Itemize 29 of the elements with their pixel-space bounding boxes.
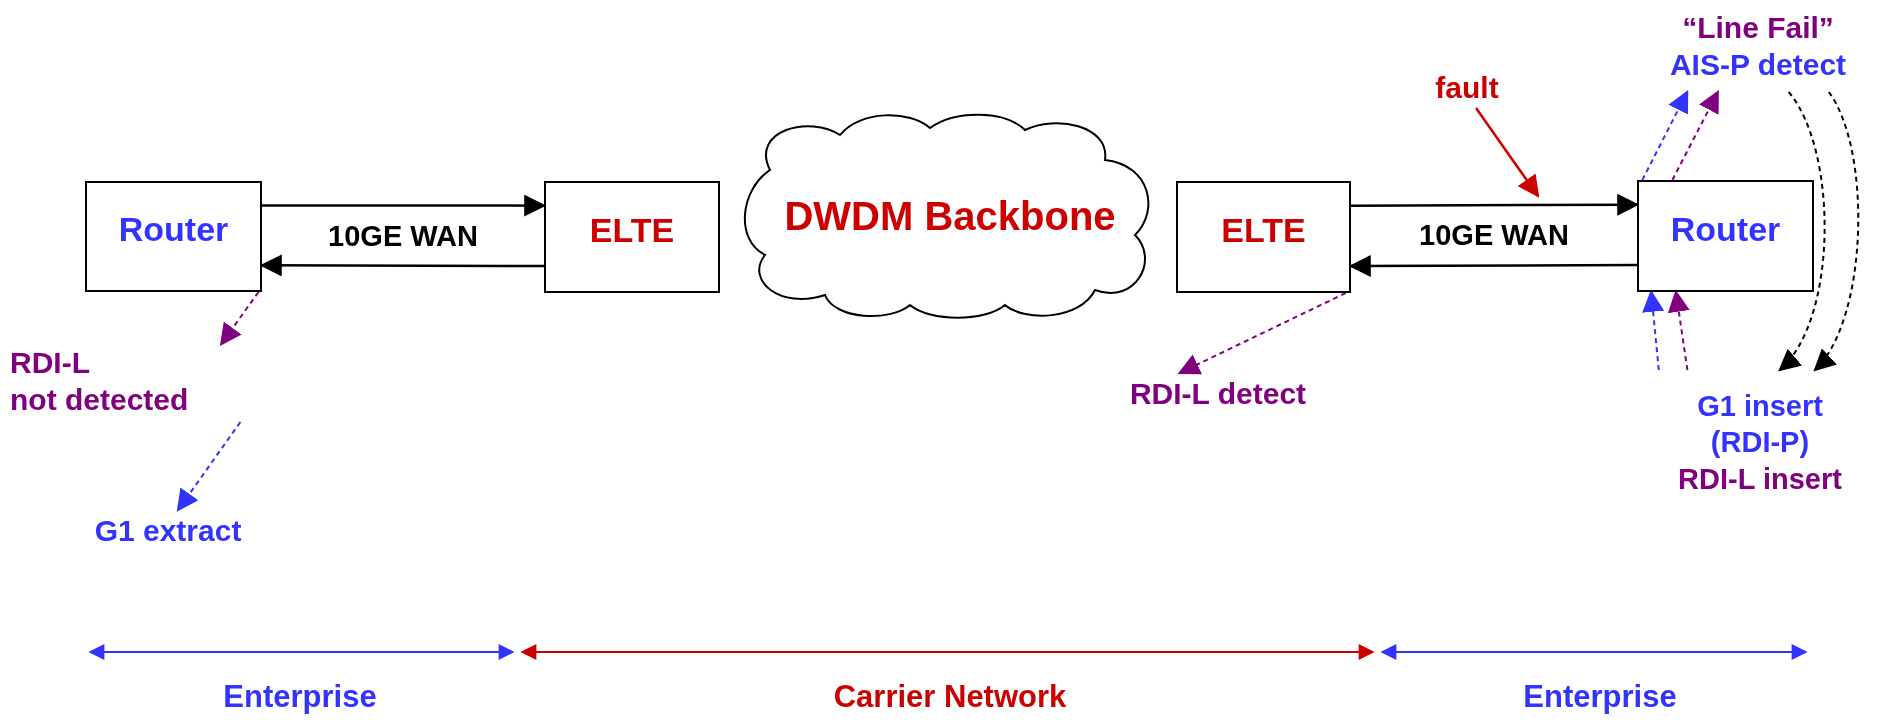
node-text: ELTE xyxy=(1221,209,1306,251)
elte-box xyxy=(544,181,720,293)
arrow xyxy=(176,421,242,512)
arrow xyxy=(1474,107,1540,198)
node-text: Router xyxy=(1670,208,1781,250)
section-label: Enterprise xyxy=(223,678,377,716)
router-box xyxy=(1637,180,1814,292)
node-text: G1 insert (RDI-P) xyxy=(1696,389,1824,461)
node-text: RDI-L detect xyxy=(1129,376,1307,413)
node-text: RDI-L xyxy=(10,344,90,381)
router-box xyxy=(85,181,262,292)
arrow xyxy=(1641,90,1689,181)
node-text: fault xyxy=(1435,70,1499,107)
section-label: Carrier Network xyxy=(833,678,1067,716)
node-text: AIS-P detect xyxy=(1669,47,1847,83)
arrow xyxy=(1778,91,1826,372)
section-label: Enterprise xyxy=(1523,678,1677,716)
elte-box xyxy=(1176,181,1351,293)
node-text: Router xyxy=(118,209,229,251)
node-text: not detected xyxy=(10,382,189,418)
node-text: “Line Fail” xyxy=(1682,9,1834,46)
arrow xyxy=(1813,91,1860,372)
node-text: G1 extract xyxy=(94,513,242,550)
arrow xyxy=(219,291,260,346)
node-text: DWDM Backbone xyxy=(784,193,1116,240)
node-text: RDI-L insert xyxy=(1678,461,1842,497)
arrow xyxy=(1671,90,1719,181)
arrow xyxy=(1177,292,1347,375)
node-text: ELTE xyxy=(589,209,675,251)
